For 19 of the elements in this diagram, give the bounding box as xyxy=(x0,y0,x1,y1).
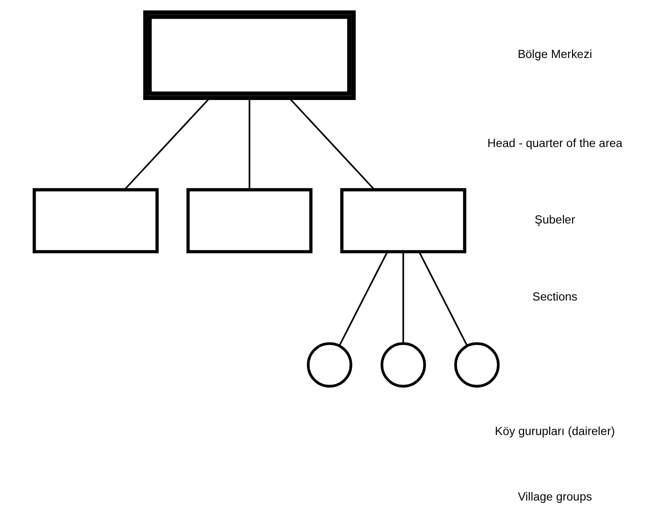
connector xyxy=(338,252,388,346)
connector xyxy=(402,252,404,344)
label: Köy gurupları (daireler) xyxy=(494,425,614,438)
node-circle xyxy=(306,342,352,388)
node-box xyxy=(340,188,466,254)
connector xyxy=(124,98,210,190)
node-circle xyxy=(380,342,426,388)
node-box xyxy=(186,188,312,254)
connector xyxy=(248,98,250,190)
connector xyxy=(288,98,374,190)
node-circle xyxy=(454,342,500,388)
label: Head - quarter of the area xyxy=(486,136,622,150)
node-box xyxy=(32,188,158,254)
label: Village groups xyxy=(517,490,592,504)
label: Bölge Merkezi xyxy=(517,48,592,62)
label: Sections xyxy=(532,290,577,304)
label: Şubeler xyxy=(534,214,575,227)
connector xyxy=(418,252,468,346)
node-box xyxy=(142,10,356,100)
